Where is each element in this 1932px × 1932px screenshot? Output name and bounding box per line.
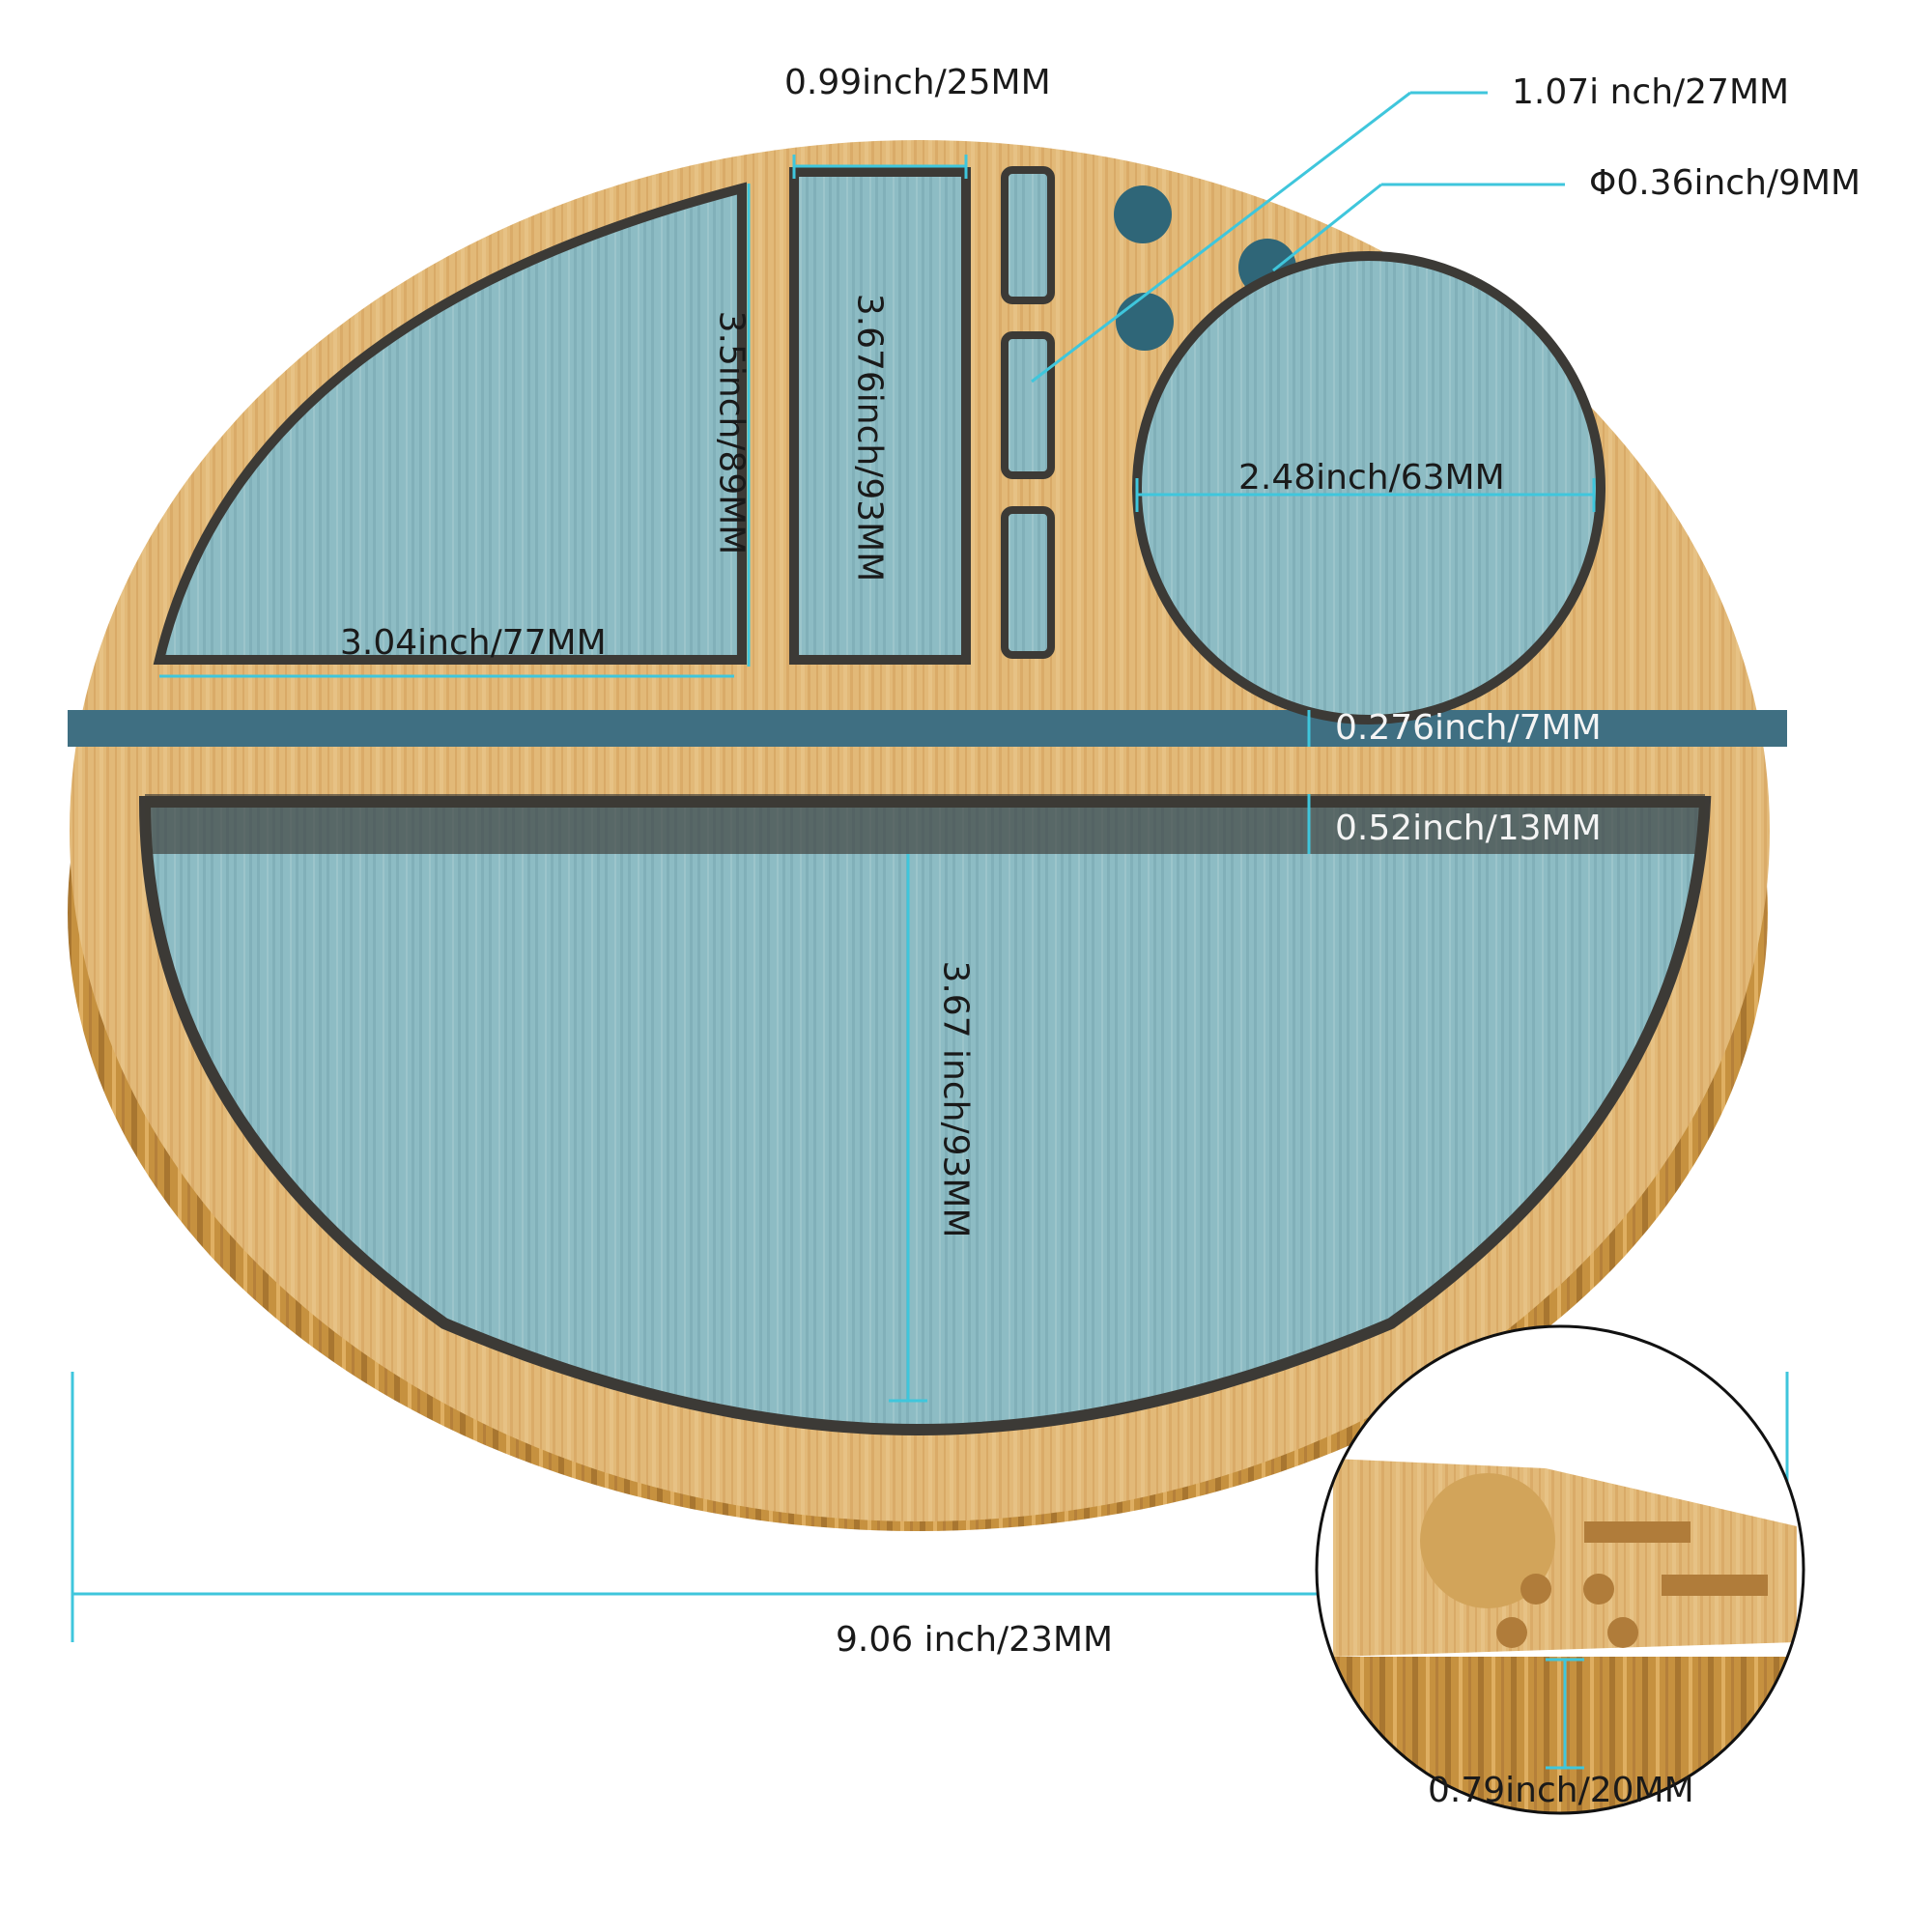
hole-2 [1116,293,1174,351]
dim-slot-leader [1031,91,1411,384]
label-top-slot-width: 0.99inch/25MM [784,63,1051,102]
slot-2 [1001,331,1055,479]
left-compartment [153,182,747,665]
hole-1 [1114,185,1172,243]
label-thickness: 0.79inch/20MM [1428,1771,1694,1810]
label-middle-height: 3.676inch/93MM [849,293,890,582]
label-overall-diameter: 9.06 inch/23MM [836,1620,1114,1660]
label-left-height: 3.5inch/89MM [711,310,752,555]
label-left-width: 3.04inch/77MM [340,623,607,663]
label-bottom-height: 3.67 inch/93MM [935,960,976,1238]
label-rim-width: 0.52inch/13MM [1335,809,1602,848]
center-groove [68,710,1787,747]
middle-compartment [789,167,971,665]
slot-3 [1001,506,1055,659]
label-slot-length: 1.07i nch/27MM [1512,72,1790,112]
label-groove-width: 0.276inch/7MM [1335,708,1602,748]
dim-hole-leader [1272,183,1382,272]
bottom-compartment [138,796,1712,1436]
label-round-diameter: 2.48inch/63MM [1238,458,1505,497]
slot-1 [1001,166,1055,304]
label-hole-diameter: Φ0.36inch/9MM [1589,163,1861,203]
thickness-inset [1317,1326,1804,1813]
